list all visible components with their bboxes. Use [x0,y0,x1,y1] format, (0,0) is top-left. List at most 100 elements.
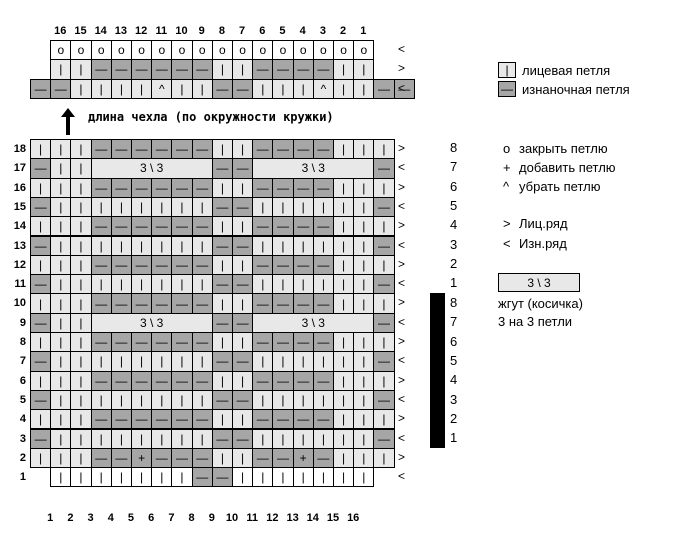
stitch-cell: — [151,177,173,198]
stitch-cell: | [151,235,173,256]
stitch-cell: — [131,216,153,237]
row-label: 14 [13,220,26,233]
row-direction-arrow: < [398,80,406,95]
stitch-cell: — [110,139,132,160]
stitch-cell: | [373,254,395,276]
stitch-cell: | [50,274,72,295]
stitch-cell: | [232,293,254,314]
repeat-number: 8 [450,140,458,155]
stitch-cell: | [333,139,355,160]
stitch-cell: — [232,312,254,333]
col-header-bottom: 6 [148,512,155,524]
stitch-cell: — [312,139,334,160]
bindoff-cell: o [151,40,173,61]
stitch-cell: | [70,139,92,160]
row-direction-arrow: < [398,198,406,213]
stitch-cell: | [211,59,233,80]
stitch-cell: | [272,78,294,99]
stitch-cell: — [171,370,193,391]
row-direction-arrow: > [398,179,406,194]
repeat-number: 7 [450,159,458,175]
row-label: 4 [19,413,26,426]
repeat-number: 5 [450,197,458,213]
stitch-cell: — [272,409,294,430]
stitch-cell: — [191,216,213,237]
stitch-cell: ^ [312,78,334,99]
col-header-bottom: 1 [47,512,54,524]
stitch-cell: + [131,447,153,469]
stitch-cell: — [151,447,173,469]
stitch-cell: | [292,428,314,449]
stitch-cell: — [232,389,254,411]
stitch-cell: — [191,409,213,430]
stitch-cell: | [110,389,132,411]
bindoff-cell: o [90,40,112,61]
legend-symbol-label: закрыть петлю [519,141,608,156]
stitch-cell: | [211,216,233,237]
cable-cross-cell: 3 \ 3 [90,312,213,333]
stitch-cell: — [171,177,193,198]
stitch-cell: — [131,254,153,276]
bindoff-cell: o [70,40,92,61]
stitch-cell: — [252,332,274,353]
stitch-cell: | [90,235,112,256]
stitch-cell: — [252,216,274,237]
stitch-cell: | [110,467,132,488]
stitch-cell: | [90,428,112,449]
stitch-cell: — [110,370,132,391]
stitch-cell: — [252,139,274,160]
stitch-cell: | [151,428,173,449]
stitch-cell: — [292,59,314,80]
stitch-cell: | [50,389,72,411]
stitch-cell: — [171,216,193,237]
legend-symbol: < [503,236,511,251]
stitch-cell: | [151,274,173,295]
col-header-top: 9 [198,25,205,37]
legend-symbol: + [503,160,511,175]
col-header-top: 3 [319,25,326,37]
stitch-cell: — [131,332,153,353]
stitch-cell: — [30,389,52,411]
stitch-cell: | [50,447,72,469]
legend-symbol: ^ [503,179,510,194]
legend-cable-text2: 3 на 3 петли [498,314,573,329]
stitch-cell: — [191,177,213,198]
stitch-cell: | [353,467,375,488]
stitch-cell: — [30,351,52,372]
bindoff-cell: o [353,40,375,61]
cable-cross-cell: 3 \ 3 [90,158,213,179]
col-header-bottom: 14 [306,512,319,524]
stitch-cell: — [151,332,173,353]
stitch-cell: — [211,78,233,99]
stitch-cell: | [353,370,375,391]
row-label: 12 [13,258,26,271]
col-header-top: 12 [134,25,148,37]
stitch-cell: — [232,78,254,99]
col-header-bottom: 4 [107,512,114,524]
stitch-cell: | [110,235,132,256]
row-direction-arrow: > [398,295,406,310]
stitch-cell: | [70,409,92,430]
stitch-cell: — [151,139,173,160]
stitch-cell: — [30,158,52,179]
stitch-cell: — [191,467,213,488]
stitch-cell: — [252,447,274,469]
stitch-cell: | [131,78,153,99]
row-label: 2 [19,451,26,464]
row-direction-arrow: < [398,314,406,329]
bindoff-cell: o [50,40,72,61]
bindoff-cell: o [131,40,153,61]
stitch-cell: | [211,254,233,276]
stitch-cell: | [171,351,193,372]
stitch-cell: | [131,428,153,449]
row-direction-arrow: < [398,160,406,175]
bindoff-cell: o [171,40,193,61]
col-header-bottom: 16 [347,512,360,524]
stitch-cell: — [272,254,294,276]
stitch-cell: | [171,467,193,488]
stitch-cell: — [312,216,334,237]
stitch-cell: | [232,59,254,80]
stitch-cell: | [353,389,375,411]
col-header-top: 4 [299,25,306,37]
stitch-cell: — [312,59,334,80]
